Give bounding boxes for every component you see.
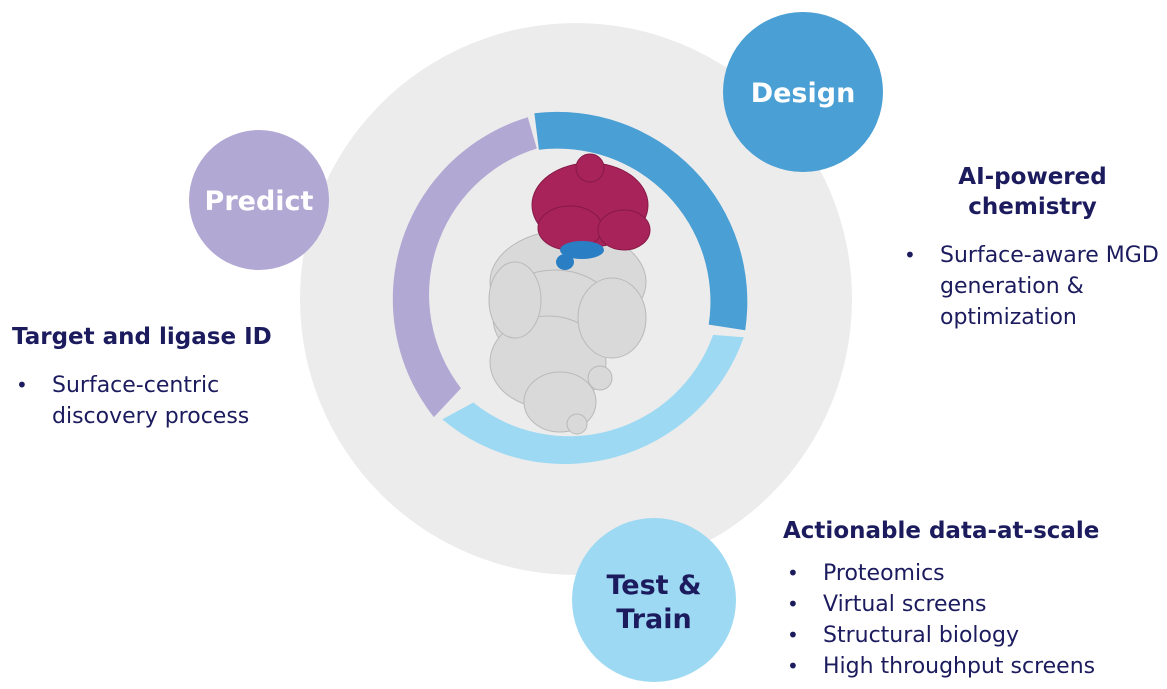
predict-heading: Target and ligase ID	[12, 324, 272, 350]
stage-test-train-circle	[572, 518, 736, 682]
test-train-panel: Actionable data-at-scale Proteomics Virt…	[783, 516, 1163, 682]
protein-grey-body	[488, 229, 647, 435]
predict-bullet-list: Surface-centric discovery process	[12, 370, 312, 432]
ring-arc-test-train	[442, 334, 744, 465]
stage-test-train: Test & Train	[572, 518, 736, 682]
stage-predict-label: Predict	[205, 186, 314, 217]
stage-test-train-label-line1: Test &	[606, 570, 701, 601]
design-heading-line1: AI-powered	[958, 164, 1107, 190]
ring-arc-design	[534, 111, 748, 331]
stage-test-train-label-line2: Train	[616, 604, 691, 635]
design-bullet-item: Surface-aware MGD generation & optimizat…	[900, 240, 1165, 333]
ring-arc-predict	[392, 117, 537, 418]
test-train-bullet-item: Virtual screens	[783, 589, 1163, 620]
test-train-bullet-item: High throughput screens	[783, 651, 1163, 682]
stage-design: Design	[723, 12, 883, 172]
stage-predict-circle	[189, 130, 329, 270]
design-bullet-list: Surface-aware MGD generation & optimizat…	[900, 240, 1165, 333]
test-train-bullet-item: Structural biology	[783, 620, 1163, 651]
design-heading-line2: chemistry	[968, 194, 1097, 220]
test-train-heading: Actionable data-at-scale	[783, 518, 1100, 544]
stage-predict: Predict	[189, 130, 329, 270]
stage-design-circle	[723, 12, 883, 172]
test-train-bullet-list: Proteomics Virtual screens Structural bi…	[783, 558, 1163, 682]
predict-panel: Target and ligase ID Surface-centric dis…	[12, 322, 312, 432]
test-train-bullet-item: Proteomics	[783, 558, 1163, 589]
protein-structure-image	[488, 153, 651, 435]
protein-magenta-domain	[531, 153, 651, 251]
protein-blue-interface	[556, 241, 604, 270]
predict-bullet-item: Surface-centric discovery process	[12, 370, 312, 432]
design-panel: AI-powered chemistry Surface-aware MGD g…	[900, 162, 1165, 333]
stage-design-label: Design	[751, 78, 856, 109]
